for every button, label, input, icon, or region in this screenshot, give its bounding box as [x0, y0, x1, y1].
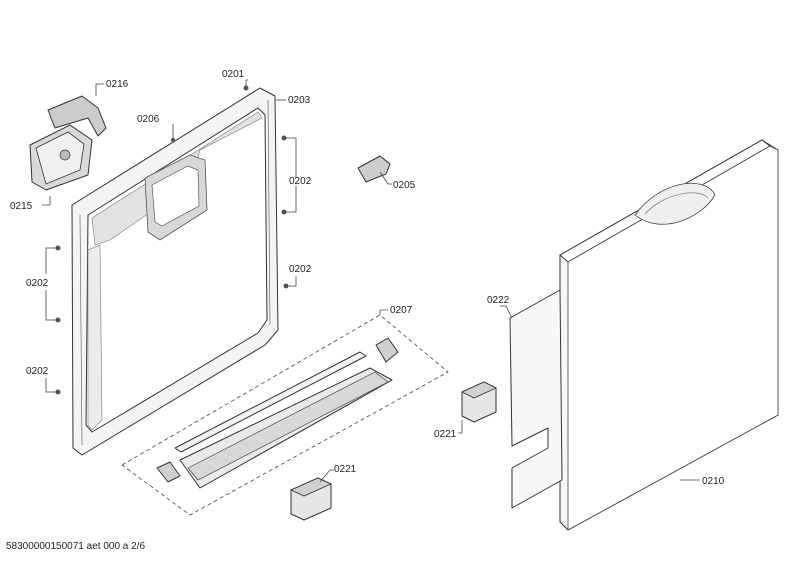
label-0221-top: 0221 [434, 429, 457, 440]
label-0210: 0210 [702, 476, 725, 487]
label-0201: 0201 [222, 69, 245, 80]
label-0216: 0216 [106, 79, 129, 90]
label-0215: 0215 [10, 201, 33, 212]
label-0206: 0206 [137, 114, 160, 125]
door-front-panel [559, 139, 779, 531]
detergent-dispenser [29, 124, 93, 191]
small-clip [357, 155, 391, 183]
inner-door-frame [71, 87, 279, 456]
label-0202-right-bottom: 0202 [289, 264, 312, 275]
door-latch [47, 95, 107, 137]
label-0207: 0207 [390, 305, 413, 316]
label-0202-left-top: 0202 [26, 278, 49, 289]
hinge-bracket-top [461, 381, 497, 423]
part-labels: 0201 0203 0206 0216 0215 0202 0202 0202 … [10, 69, 725, 487]
label-0221-bottom: 0221 [334, 464, 357, 475]
label-0203: 0203 [288, 95, 311, 106]
label-0202-left-bottom: 0202 [26, 366, 49, 377]
label-0205: 0205 [393, 180, 416, 191]
document-id: 58300000150071 aet 000 a 2/6 [6, 541, 146, 552]
insulation-panel [509, 289, 563, 509]
hinge-bracket-bottom [290, 477, 332, 521]
label-0202-right-top: 0202 [289, 176, 312, 187]
leader-lines [42, 79, 700, 483]
label-0222: 0222 [487, 295, 510, 306]
kickstrip-assembly [121, 314, 449, 516]
